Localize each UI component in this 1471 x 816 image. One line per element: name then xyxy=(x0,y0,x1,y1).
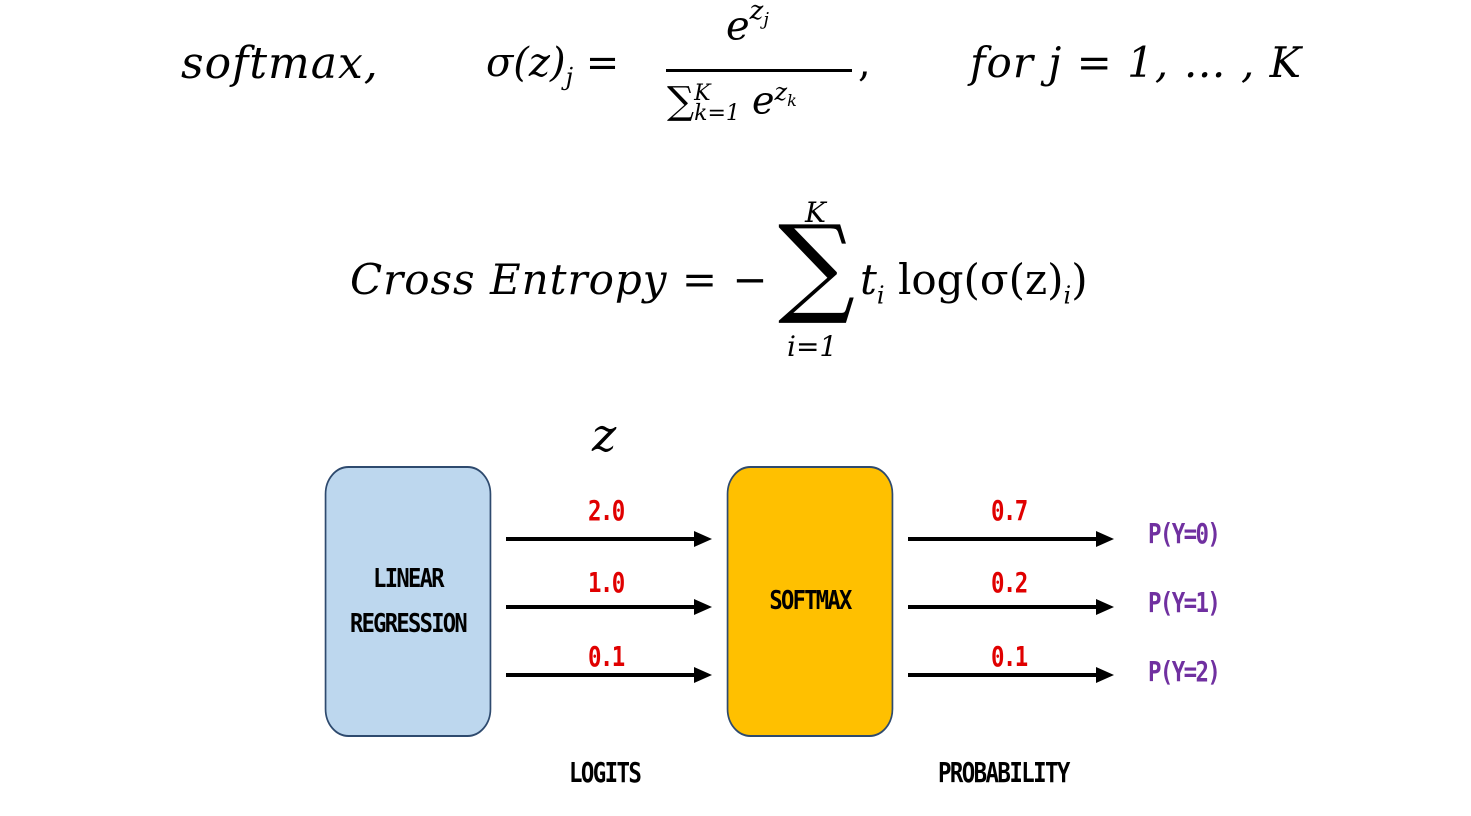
logits-caption: LOGITS xyxy=(569,756,642,789)
linear-regression-box: LINEAR REGRESSION xyxy=(324,466,492,737)
logit-arrows xyxy=(506,531,712,683)
probability-arrows xyxy=(908,531,1114,683)
logit-arrowhead-2 xyxy=(694,599,712,615)
linear-box-line-1: LINEAR xyxy=(373,564,444,595)
prob-arrowhead-1 xyxy=(1096,531,1114,547)
logit-value-1: 2.0 xyxy=(588,494,625,527)
cross-entropy-term: ti log(σ(z)i) xyxy=(860,255,1088,310)
softmax-numerator: ezj xyxy=(726,0,769,50)
softmax-lhs: σ(z)j = xyxy=(486,40,620,91)
output-label-3: P(Y=2) xyxy=(1148,655,1221,688)
fraction-bar xyxy=(666,69,852,72)
sum-upper-limit: K xyxy=(805,196,826,229)
cross-entropy-label: Cross Entropy = − xyxy=(350,255,769,304)
softmax-condition: for j = 1, … , K xyxy=(970,38,1303,87)
softmax-box-label: SOFTMAX xyxy=(769,586,852,617)
logit-value-3: 0.1 xyxy=(588,640,625,673)
prob-value-3: 0.1 xyxy=(991,640,1028,673)
softmax-box: SOFTMAX xyxy=(726,466,894,737)
sum-symbol: ∑ xyxy=(778,203,856,328)
prob-arrowhead-3 xyxy=(1096,667,1114,683)
softmax-label: softmax, xyxy=(181,38,379,89)
linear-box-line-2: REGRESSION xyxy=(349,608,468,639)
prob-value-1: 0.7 xyxy=(991,494,1028,527)
probability-caption: PROBABILITY xyxy=(938,756,1070,789)
formula-comma: , xyxy=(858,40,871,86)
sum-lower-limit: i=1 xyxy=(787,330,838,363)
output-label-2: P(Y=1) xyxy=(1148,586,1221,619)
logit-arrowhead-3 xyxy=(694,667,712,683)
z-label: z xyxy=(592,408,617,462)
logit-value-2: 1.0 xyxy=(588,566,625,599)
output-label-1: P(Y=0) xyxy=(1148,517,1221,550)
logit-arrowhead-1 xyxy=(694,531,712,547)
prob-arrowhead-2 xyxy=(1096,599,1114,615)
prob-value-2: 0.2 xyxy=(991,566,1028,599)
